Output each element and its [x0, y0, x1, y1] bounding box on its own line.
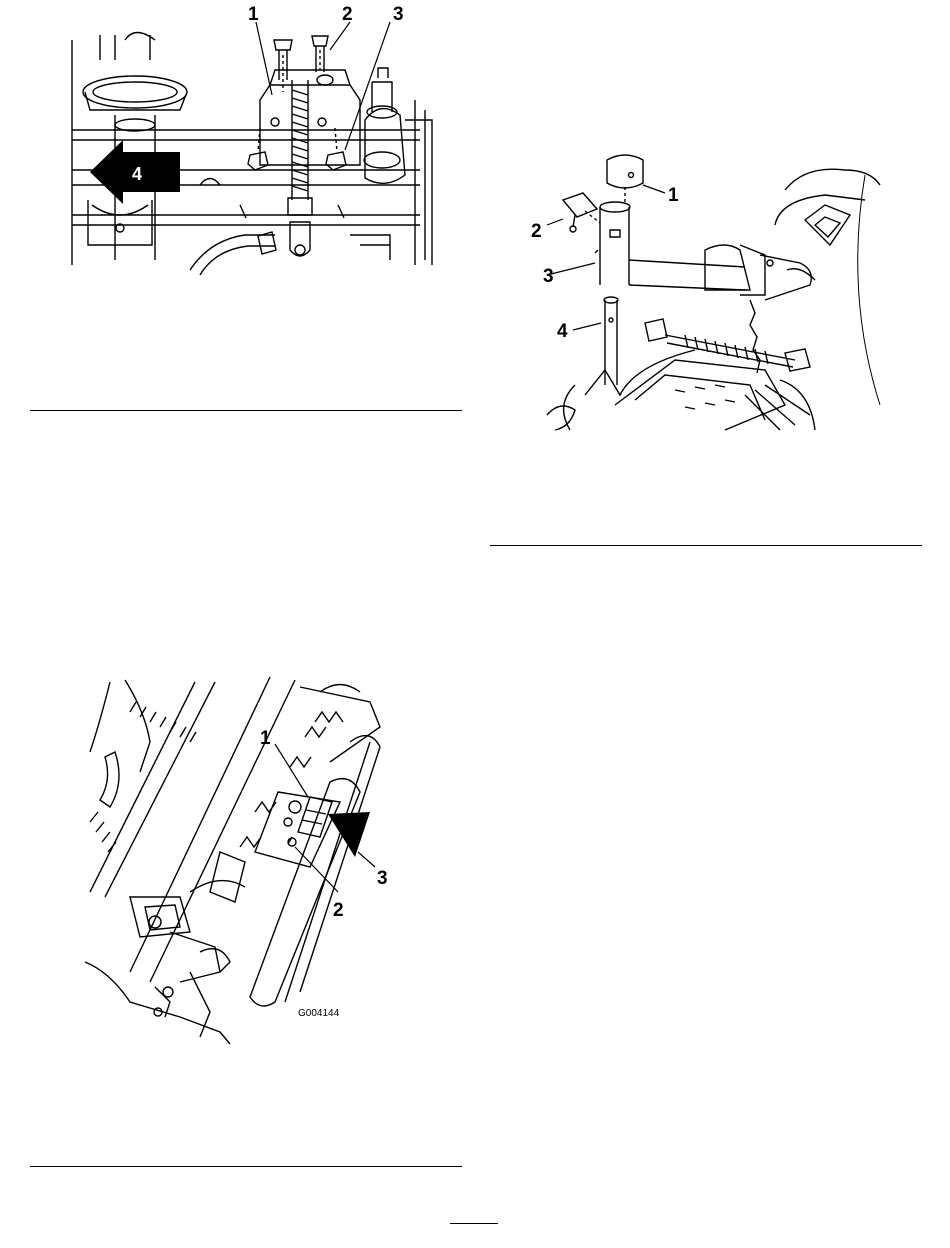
- callout-3: 3: [393, 4, 404, 25]
- figure-b-illustration: 1 2 3 4: [525, 145, 905, 435]
- callout-2: 2: [333, 900, 344, 921]
- callout-1: 1: [248, 4, 259, 25]
- figure-code: G004144: [298, 1008, 340, 1019]
- figure-a-rule: [30, 410, 462, 411]
- callout-2: 2: [531, 221, 542, 242]
- figure-roller-mount: 1 2 3 4: [525, 145, 905, 435]
- figure-a-illustration: 4 1 2 3: [60, 0, 450, 290]
- callout-3: 3: [377, 868, 388, 889]
- figure-b-rule: [490, 545, 922, 546]
- figure-latch: 1 2 3 G004144: [70, 672, 410, 1052]
- figure-c-illustration: 1 2 3 G004144: [70, 672, 410, 1052]
- callout-2: 2: [342, 4, 353, 25]
- arrow-label-4: 4: [132, 164, 142, 184]
- callout-3: 3: [543, 266, 554, 287]
- callout-1: 1: [668, 185, 679, 206]
- callout-4: 4: [557, 321, 568, 342]
- page-number-rule: [450, 1223, 498, 1224]
- figure-c-rule: [30, 1166, 462, 1167]
- figure-bedknife-adjuster: 4 1 2 3: [60, 0, 450, 290]
- callout-1: 1: [260, 728, 271, 749]
